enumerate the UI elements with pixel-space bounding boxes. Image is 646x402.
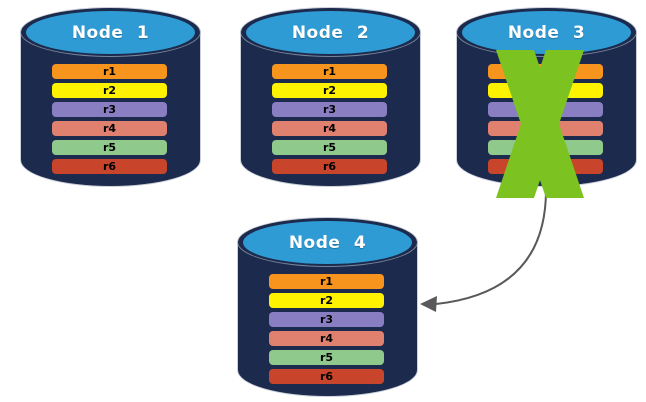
replica-row-r5: r5 <box>269 350 384 365</box>
replica-row-r5: r5 <box>52 140 167 155</box>
node-2-cylinder: Node 2 r1 r2 r3 r4 r5 r6 <box>241 8 420 186</box>
node-label: Node 1 <box>71 22 150 43</box>
cylinder-top-face: Node 3 <box>462 11 631 54</box>
replica-row-r3: r3 <box>52 102 167 117</box>
replica-row-r1: r1 <box>52 64 167 79</box>
cylinder-top-rim: Node 2 <box>241 8 420 56</box>
replica-rows: r1 r2 r3 r4 r5 r6 <box>269 274 384 384</box>
replica-row-r6: r6 <box>52 159 167 174</box>
arrowhead-icon <box>420 296 437 312</box>
replica-row-r4: r4 <box>269 331 384 346</box>
replica-row-r2: r2 <box>272 83 387 98</box>
replica-row-r1: r1 <box>272 64 387 79</box>
cylinder-top-rim: Node 3 <box>457 8 636 56</box>
green-x-icon <box>496 50 584 198</box>
cylinder-top-face: Node 1 <box>26 11 195 54</box>
replica-row-r6: r6 <box>272 159 387 174</box>
cylinder-top-face: Node 4 <box>243 221 412 264</box>
replica-row-r4: r4 <box>272 121 387 136</box>
node-label: Node 4 <box>288 232 367 253</box>
cylinder-top-rim: Node 4 <box>238 218 417 266</box>
replica-rows: r1 r2 r3 r4 r5 r6 <box>52 64 167 174</box>
replica-row-r6: r6 <box>269 369 384 384</box>
replica-row-r5: r5 <box>272 140 387 155</box>
replica-row-r2: r2 <box>269 293 384 308</box>
cylinder-top-face: Node 2 <box>246 11 415 54</box>
cylinder-top-rim: Node 1 <box>21 8 200 56</box>
node-4-cylinder: Node 4 r1 r2 r3 r4 r5 r6 <box>238 218 417 396</box>
node-1-cylinder: Node 1 r1 r2 r3 r4 r5 r6 <box>21 8 200 186</box>
node-label: Node 2 <box>291 22 370 43</box>
node-label: Node 3 <box>507 22 586 43</box>
replica-rows: r1 r2 r3 r4 r5 r6 <box>272 64 387 174</box>
replica-row-r2: r2 <box>52 83 167 98</box>
replica-row-r3: r3 <box>269 312 384 327</box>
replica-row-r3: r3 <box>272 102 387 117</box>
replica-row-r4: r4 <box>52 121 167 136</box>
replica-row-r1: r1 <box>269 274 384 289</box>
